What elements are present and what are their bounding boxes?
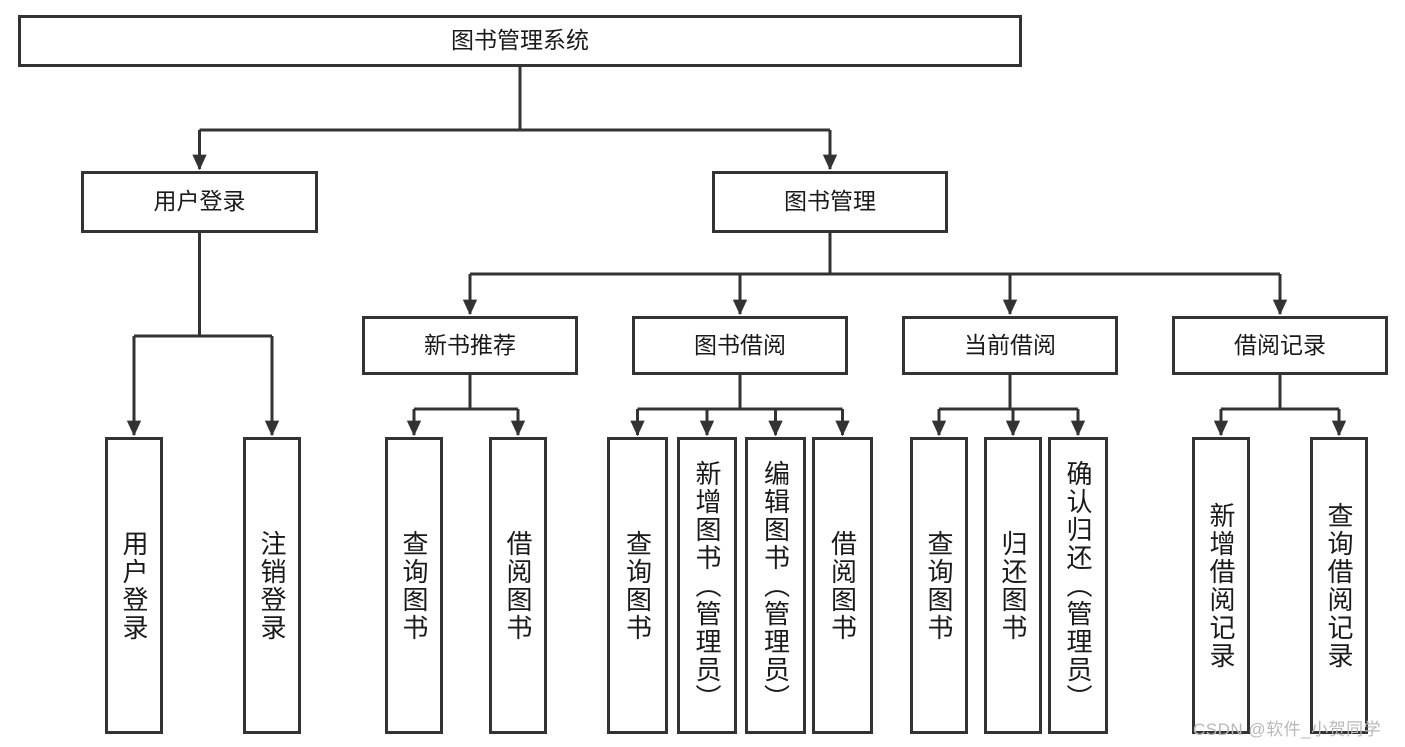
node-leaf-new-1[interactable]: 查询图书 bbox=[385, 437, 443, 734]
node-bookmgmt[interactable]: 图书管理 bbox=[712, 171, 948, 233]
node-records[interactable]: 借阅记录 bbox=[1172, 316, 1388, 375]
node-leaf-rec-2[interactable]: 查询借阅记录 bbox=[1310, 437, 1368, 734]
node-leaf-cur-1[interactable]: 查询图书 bbox=[910, 437, 968, 734]
node-label-leaf-cur-3: 确认归还（管理员） bbox=[1063, 459, 1093, 712]
node-label-login: 用户登录 bbox=[153, 188, 246, 215]
node-label-leaf-bor-4: 借阅图书 bbox=[827, 529, 858, 642]
node-leaf-bor-2[interactable]: 新增图书（管理员） bbox=[677, 437, 737, 734]
node-label-leaf-cur-1: 查询图书 bbox=[924, 529, 954, 642]
node-label-current: 当前借阅 bbox=[964, 331, 1056, 358]
node-leaf-new-2[interactable]: 借阅图书 bbox=[489, 437, 547, 734]
node-leaf-login-1[interactable]: 用户登录 bbox=[105, 437, 163, 734]
node-newbook[interactable]: 新书推荐 bbox=[362, 316, 578, 375]
node-label-leaf-login-1: 用户登录 bbox=[119, 529, 149, 642]
node-leaf-login-2[interactable]: 注销登录 bbox=[243, 437, 301, 734]
node-leaf-cur-3[interactable]: 确认归还（管理员） bbox=[1048, 437, 1108, 734]
node-label-records: 借阅记录 bbox=[1234, 331, 1326, 358]
node-leaf-bor-1[interactable]: 查询图书 bbox=[607, 437, 668, 734]
node-current[interactable]: 当前借阅 bbox=[902, 316, 1118, 375]
node-label-leaf-new-1: 查询图书 bbox=[399, 529, 429, 642]
node-leaf-rec-1[interactable]: 新增借阅记录 bbox=[1192, 437, 1250, 734]
node-login[interactable]: 用户登录 bbox=[81, 171, 318, 233]
node-label-leaf-cur-2: 归还图书 bbox=[998, 529, 1028, 642]
node-label-leaf-bor-1: 查询图书 bbox=[622, 529, 653, 642]
node-label-root: 图书管理系统 bbox=[451, 27, 589, 54]
node-label-leaf-rec-2: 查询借阅记录 bbox=[1324, 501, 1354, 670]
node-label-leaf-bor-2: 新增图书（管理员） bbox=[692, 459, 722, 712]
node-label-leaf-login-2: 注销登录 bbox=[257, 529, 287, 642]
node-label-leaf-new-2: 借阅图书 bbox=[503, 529, 533, 642]
node-label-borrow: 图书借阅 bbox=[694, 331, 786, 358]
node-borrow[interactable]: 图书借阅 bbox=[632, 316, 848, 375]
node-label-newbook: 新书推荐 bbox=[424, 331, 516, 358]
node-label-leaf-rec-1: 新增借阅记录 bbox=[1206, 501, 1236, 670]
node-leaf-bor-4[interactable]: 借阅图书 bbox=[812, 437, 873, 734]
csdn-watermark: CSDN @软件_小贺同学 bbox=[1193, 720, 1382, 739]
node-label-leaf-bor-3: 编辑图书（管理员） bbox=[760, 459, 791, 712]
node-label-bookmgmt: 图书管理 bbox=[784, 188, 876, 215]
node-root[interactable]: 图书管理系统 bbox=[18, 15, 1022, 67]
node-leaf-bor-3[interactable]: 编辑图书（管理员） bbox=[745, 437, 806, 734]
node-leaf-cur-2[interactable]: 归还图书 bbox=[984, 437, 1042, 734]
